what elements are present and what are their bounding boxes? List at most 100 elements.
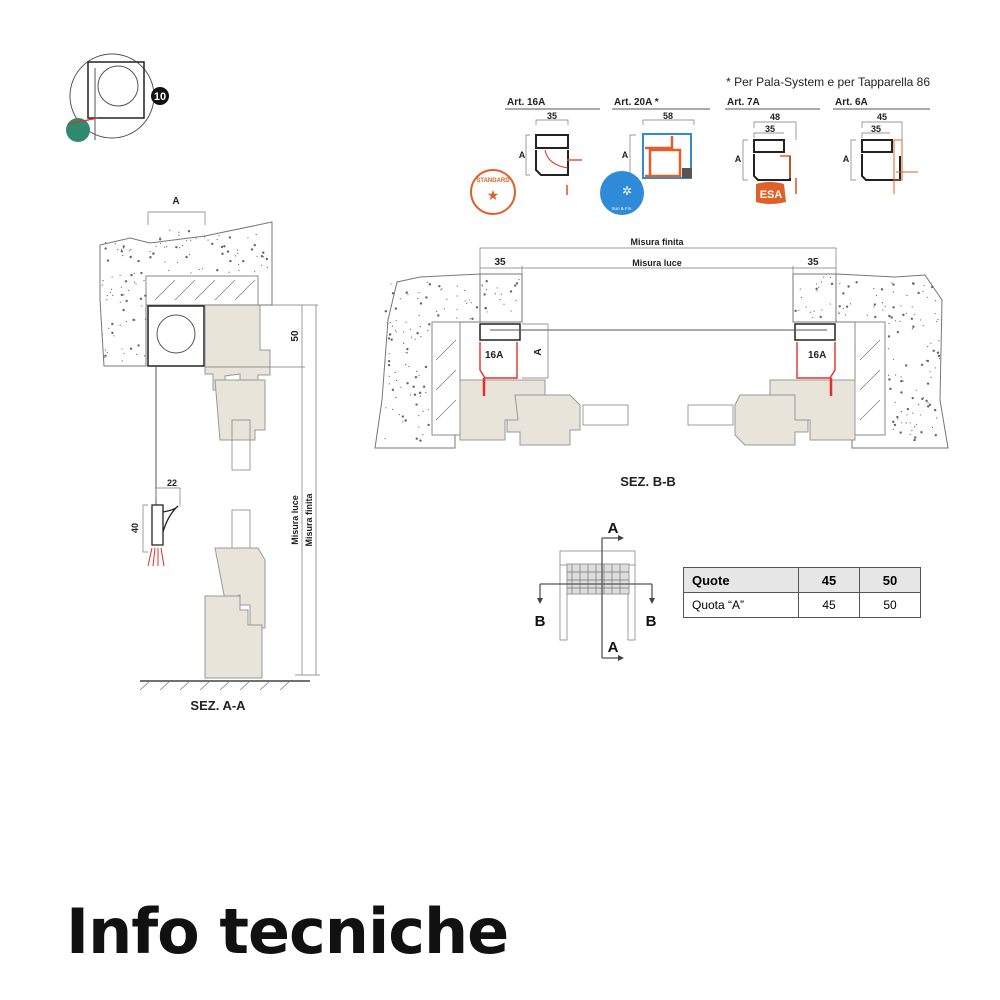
concrete-dot [119, 301, 121, 303]
misura-finita-label: Misura finita [304, 493, 314, 547]
concrete-dot [106, 259, 110, 262]
concrete-dot [106, 299, 108, 301]
concrete-dot [262, 251, 265, 254]
concrete-dot [226, 250, 230, 253]
concrete-dot [920, 431, 923, 434]
concrete-dot [917, 291, 920, 295]
article-16a: Art. 16A 35 A STANDARD ★ [470, 97, 600, 215]
article-dimension: 48 [770, 112, 780, 122]
concrete-dot [902, 380, 904, 382]
concrete-dot [406, 347, 409, 351]
concrete-dot [111, 322, 114, 326]
concrete-dot [388, 383, 390, 385]
concrete-dot [514, 284, 517, 287]
concrete-dot [178, 247, 181, 249]
concrete-dot [408, 365, 410, 368]
concrete-dot [242, 259, 245, 263]
concrete-dot [422, 434, 424, 436]
concrete-dot [412, 385, 415, 388]
concrete-dot [892, 291, 895, 293]
concrete-dot [486, 311, 488, 313]
concrete-dot [882, 309, 884, 311]
concrete-dot [395, 331, 397, 333]
concrete-dot [914, 426, 916, 428]
concrete-dot [899, 431, 902, 434]
concrete-dot [185, 255, 188, 259]
concrete-dot [405, 291, 408, 294]
concrete-dot [873, 303, 877, 306]
article-6a: Art. 6A 45 35 A [833, 97, 930, 194]
concrete-dot [101, 333, 103, 336]
concrete-dot [892, 283, 895, 286]
concrete-dot [238, 270, 240, 272]
concrete-dot [211, 242, 214, 246]
concrete-dot [190, 272, 192, 274]
concrete-dot [128, 250, 131, 252]
concrete-dot [144, 294, 147, 297]
concrete-dot [930, 376, 932, 378]
concrete-dot [419, 439, 422, 442]
concrete-dot [809, 311, 811, 313]
concrete-dot [926, 296, 928, 298]
concrete-dot [216, 238, 218, 241]
article-dimension: 35 [871, 124, 881, 134]
concrete-dot [414, 375, 418, 379]
concrete-dot [481, 285, 483, 287]
concrete-dot [889, 387, 892, 391]
concrete-dot [815, 283, 818, 285]
concrete-dot [390, 283, 392, 285]
concrete-dot [915, 389, 917, 391]
table-header-row: Quote 45 50 [683, 567, 921, 593]
concrete-dot [386, 322, 389, 324]
concrete-dot [910, 317, 914, 320]
concrete-dot [129, 255, 132, 259]
concrete-dot [121, 348, 123, 350]
concrete-dot [106, 294, 108, 297]
concrete-dot [409, 328, 411, 330]
concrete-dot [906, 294, 908, 297]
concrete-dot [204, 236, 206, 238]
concrete-dot [518, 279, 520, 281]
concrete-dot [427, 329, 429, 332]
dimension-22: 22 [167, 478, 177, 488]
concrete-dot [816, 290, 818, 292]
concrete-dot [485, 289, 488, 291]
concrete-dot [441, 288, 443, 290]
concrete-dot [133, 272, 136, 274]
badge-text: STANDARD [476, 178, 510, 184]
concrete-dot [934, 434, 938, 437]
concrete-dot [894, 401, 896, 403]
concrete-dot [143, 280, 145, 282]
concrete-dot [456, 295, 458, 297]
page-title: Info tecniche [66, 895, 509, 968]
badge-text: Sun & Fin. [611, 206, 632, 211]
article-name: Art. 16A [507, 97, 545, 108]
article-side-dimension: A [622, 150, 629, 160]
number-badge-icon [151, 87, 169, 105]
section-aa-label: SEZ. A-A [190, 698, 246, 713]
concrete-dot [881, 302, 884, 304]
concrete-dot [190, 239, 192, 241]
concrete-dot [838, 312, 840, 315]
article-7a: Art. 7A 48 35 A ESA [725, 97, 820, 204]
concrete-dot [422, 410, 424, 412]
concrete-dot [247, 237, 249, 239]
concrete-dot [254, 271, 256, 273]
concrete-dot [440, 289, 442, 291]
concrete-dot [418, 314, 420, 317]
concrete-dot [178, 234, 180, 236]
concrete-dot [873, 287, 875, 290]
concrete-dot [188, 253, 191, 256]
concrete-dot [159, 242, 162, 245]
concrete-dot [912, 412, 914, 414]
snowflake-icon: ✲ [622, 184, 632, 198]
concrete-dot [155, 245, 157, 247]
concrete-dot [510, 310, 512, 312]
concrete-dot [198, 268, 200, 270]
concrete-dot [925, 399, 928, 403]
concrete-dot [415, 403, 418, 406]
concrete-dot [866, 314, 868, 316]
table-row: Quota “A” 45 50 [683, 592, 921, 618]
concrete-dot [119, 274, 121, 277]
concrete-dot [800, 296, 803, 299]
